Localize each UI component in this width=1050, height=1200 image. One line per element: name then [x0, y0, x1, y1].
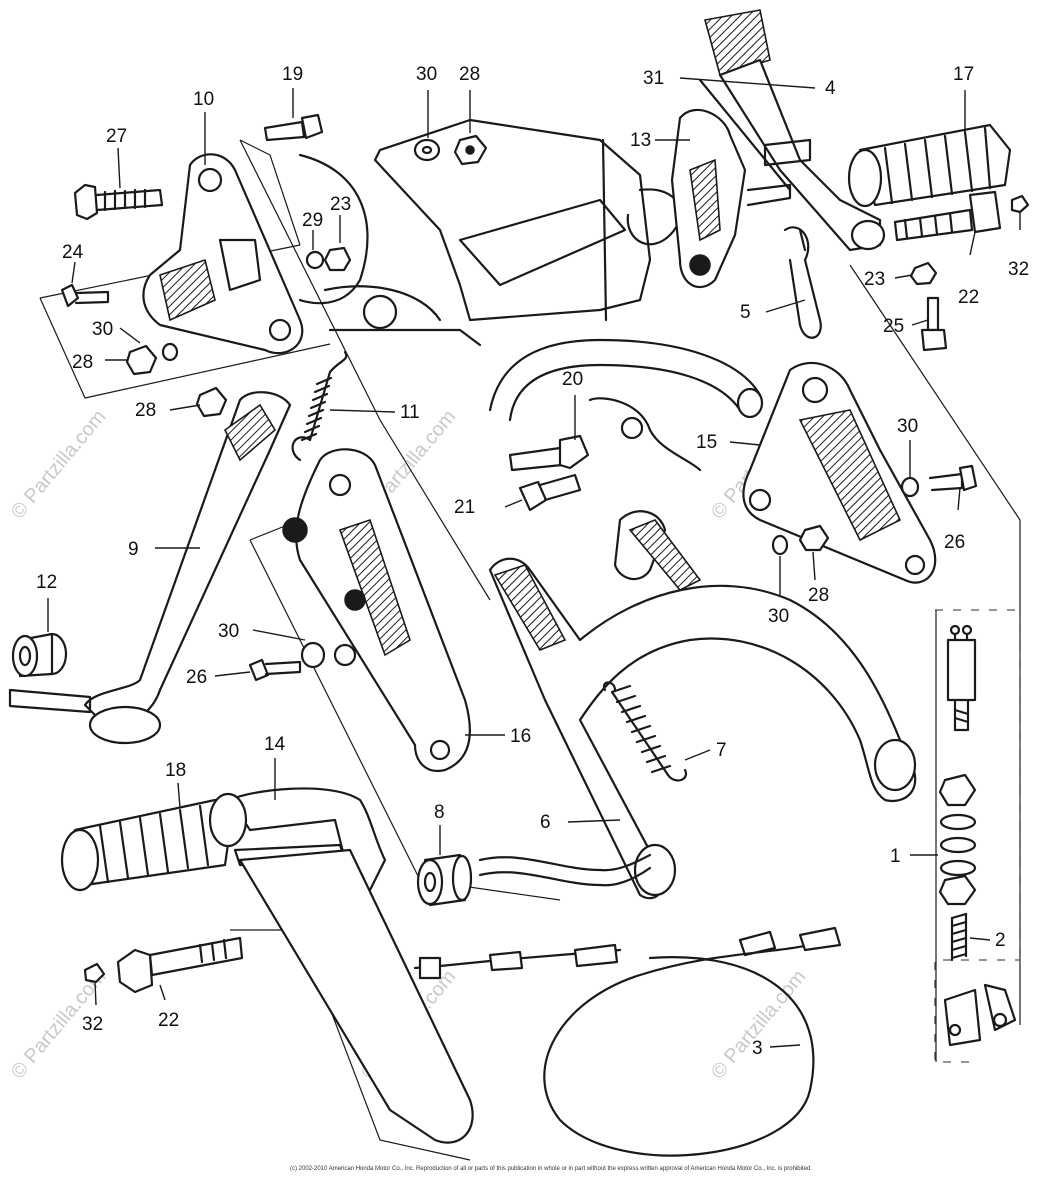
- hardware-upper: [125, 134, 488, 418]
- callout-4: 4: [825, 78, 836, 99]
- part-15-plate: [742, 361, 937, 584]
- callout-31: 31: [643, 68, 664, 89]
- callout-22: 22: [158, 1010, 179, 1031]
- callout-30: 30: [92, 319, 113, 340]
- part-32-cap-bottom: [83, 962, 106, 984]
- callout-9: 9: [128, 539, 139, 560]
- callout-23: 23: [864, 269, 885, 290]
- part-24-bolt: [60, 283, 110, 308]
- part-3-cable: [413, 926, 842, 1157]
- callout-26: 26: [186, 667, 207, 688]
- callout-23: 23: [330, 194, 351, 215]
- part-14-lever: [228, 787, 474, 1144]
- callout-17: 17: [953, 64, 974, 85]
- callout-28: 28: [72, 352, 93, 373]
- stand-pipe: [488, 338, 764, 472]
- part-4-pedal: [703, 9, 886, 252]
- part-26-bolt-left: [248, 641, 357, 682]
- part-18-grip: [60, 792, 248, 892]
- callout-28: 28: [459, 64, 480, 85]
- callout-30: 30: [218, 621, 239, 642]
- part-25-bolt: [920, 296, 948, 352]
- part-1-switch: [938, 624, 977, 906]
- callout-labels: 19 30 28 10 27 29 23 24 30 28 28 11 31 1…: [36, 64, 1029, 1059]
- callout-30: 30: [416, 64, 437, 85]
- callout-25: 25: [883, 316, 904, 337]
- part-23-nut-right: [909, 261, 938, 286]
- callout-18: 18: [165, 760, 186, 781]
- callout-11: 11: [400, 402, 420, 423]
- callout-10: 10: [193, 89, 214, 110]
- part-10-bracket: [142, 153, 304, 355]
- callout-29: 29: [302, 210, 323, 231]
- callout-3: 3: [752, 1038, 763, 1059]
- callout-26: 26: [944, 532, 965, 553]
- callout-32: 32: [82, 1014, 103, 1035]
- callout-22: 22: [958, 287, 979, 308]
- callout-19: 19: [282, 64, 303, 85]
- callout-20: 20: [562, 369, 583, 390]
- part-30-washer: [771, 534, 789, 556]
- callout-30: 30: [768, 606, 789, 627]
- part-32-cap-right: [1010, 194, 1030, 214]
- callout-32: 32: [1008, 259, 1029, 280]
- part-28-nut: [798, 524, 830, 552]
- callout-28: 28: [135, 400, 156, 421]
- part-16-plate: [282, 448, 471, 773]
- watermark: © Partzilla.com: [707, 966, 810, 1083]
- part-31-pin: [698, 78, 792, 192]
- part-21-bolt: [518, 473, 582, 512]
- part-17-footpeg-rubber: [847, 123, 1012, 208]
- callout-6: 6: [540, 812, 551, 833]
- callout-21: 21: [454, 497, 475, 518]
- part-27-bolt: [73, 183, 164, 221]
- part-6-stand: [478, 510, 917, 900]
- leader-lines: [47, 77, 1021, 1048]
- callout-30: 30: [897, 416, 918, 437]
- callout-14: 14: [264, 734, 286, 755]
- part-2-spring: [950, 912, 968, 962]
- callout-2: 2: [995, 930, 1006, 951]
- switch-bracket: [943, 983, 1017, 1047]
- part-20-bolt: [508, 434, 590, 472]
- callout-7: 7: [716, 740, 727, 761]
- callout-13: 13: [630, 130, 651, 151]
- part-26-bolt-right: [900, 464, 978, 498]
- callout-28: 28: [808, 585, 829, 606]
- part-12-collar: [11, 632, 68, 678]
- part-8-collar: [416, 853, 473, 907]
- part-11-spring: [291, 350, 348, 462]
- part-19-bolt: [263, 113, 324, 142]
- part-22-pin-right: [893, 190, 1002, 242]
- callout-16: 16: [510, 726, 531, 747]
- watermark: © Partzilla.com: [7, 406, 110, 523]
- part-22-pin-bottom: [116, 936, 244, 994]
- callout-5: 5: [740, 302, 751, 323]
- callout-15: 15: [696, 432, 717, 453]
- callout-27: 27: [106, 126, 127, 147]
- copyright-notice: (c) 2002-2010 American Honda Motor Co., …: [290, 1166, 812, 1172]
- part-7-spring: [602, 681, 688, 782]
- assembly-guides: [39, 139, 1021, 1161]
- part-13: [670, 108, 792, 289]
- callout-12: 12: [36, 572, 57, 593]
- part-9-lever: [8, 391, 292, 745]
- callout-1: 1: [890, 846, 901, 867]
- callout-24: 24: [62, 242, 84, 263]
- part-5-pin: [783, 226, 822, 339]
- frame-outline: [298, 118, 682, 347]
- callout-8: 8: [434, 802, 445, 823]
